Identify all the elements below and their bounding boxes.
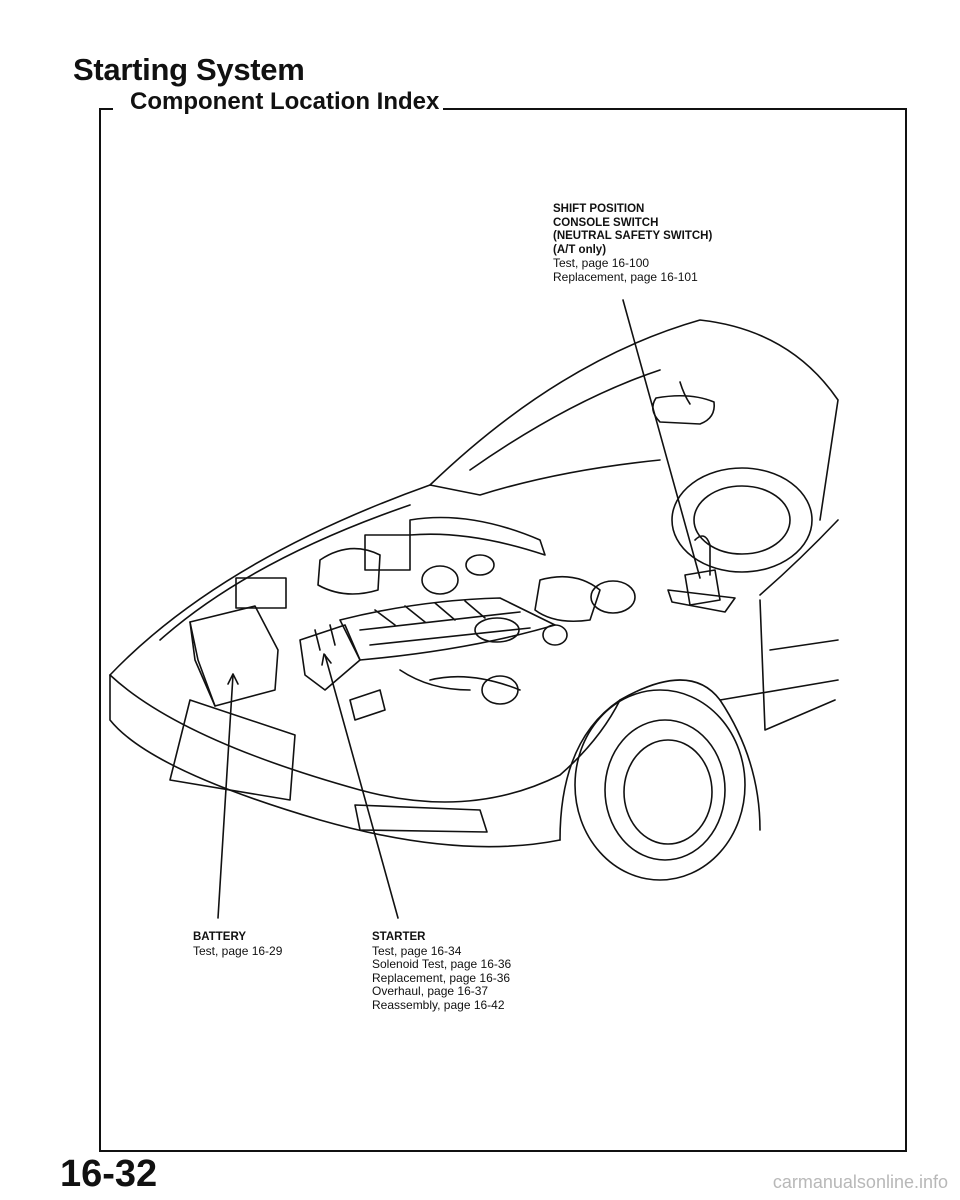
callout-starter: STARTER Test, page 16-34 Solenoid Test, … <box>372 931 511 1012</box>
watermark-link[interactable]: carmanualsonline.info <box>772 1172 948 1192</box>
page-title: Starting System <box>73 52 305 87</box>
starter-ref: Test, page 16-34 <box>372 943 462 958</box>
shift-switch-name-line: SHIFT POSITION <box>553 203 645 215</box>
starter-ref: Overhaul, page 16-37 <box>372 984 489 998</box>
shift-switch-name-line: (A/T only) <box>553 243 607 256</box>
battery-ref: Test, page 16-29 <box>193 943 283 958</box>
windshield-outline <box>429 319 839 521</box>
intake-tube <box>409 516 546 556</box>
shift-switch-name-line: (NEUTRAL SAFETY SWITCH) <box>553 230 713 242</box>
front-bumper <box>109 674 621 803</box>
leader-battery <box>217 674 234 919</box>
starter-ref: Reassembly, page 16-42 <box>372 997 505 1012</box>
frame-top-right-rule <box>378 108 905 110</box>
front-fender <box>559 679 761 841</box>
shift-console-switch <box>684 569 721 606</box>
leader-starter <box>324 654 399 919</box>
diagram-frame <box>99 108 907 1152</box>
windshield-inner <box>469 369 661 471</box>
battery-name: BATTERY <box>193 931 247 943</box>
shift-switch-ref: Test, page 16-100 <box>553 256 650 270</box>
callout-shift-switch: SHIFT POSITION CONSOLE SWITCH (NEUTRAL S… <box>553 203 712 284</box>
leader-shift-switch <box>622 299 701 579</box>
shift-switch-name-line: CONSOLE SWITCH <box>553 216 659 229</box>
front-tire <box>574 689 746 881</box>
steering-wheel <box>671 467 813 573</box>
section-title: Component Location Index <box>126 88 444 116</box>
battery-body <box>189 605 279 707</box>
frame-top-left-rule <box>99 108 113 110</box>
rearview-mirror <box>652 394 716 425</box>
starter-motor <box>299 624 361 691</box>
shift-switch-ref: Replacement, page 16-101 <box>553 269 698 284</box>
page-number: 16-32 <box>60 1153 158 1195</box>
starter-ref: Replacement, page 16-36 <box>372 970 511 985</box>
starter-name: STARTER <box>372 931 426 943</box>
callout-battery: BATTERY Test, page 16-29 <box>193 931 282 958</box>
starter-ref: Solenoid Test, page 16-36 <box>372 957 512 971</box>
hood-edge <box>109 459 661 676</box>
